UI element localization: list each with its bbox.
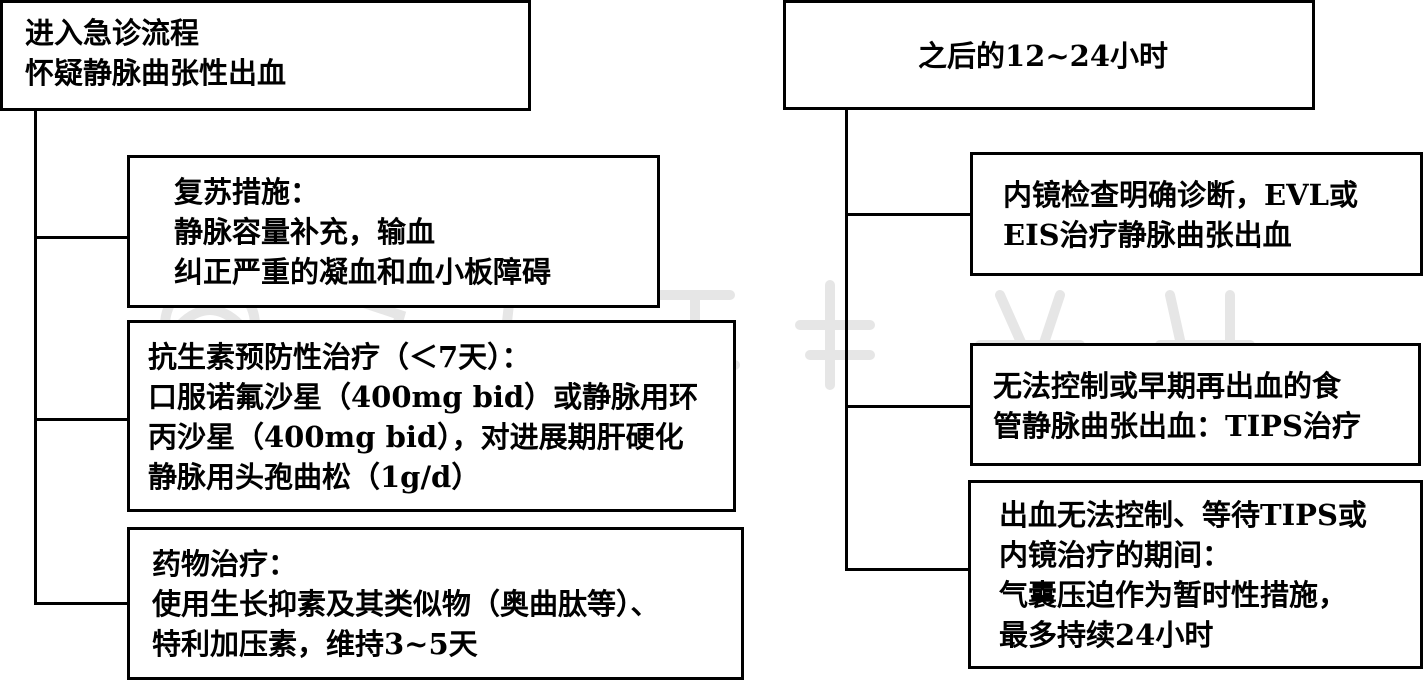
box-line: 怀疑静脉曲张性出血: [25, 56, 287, 90]
right-branch-line: [845, 213, 972, 216]
emergency-process-box: 进入急诊流程 怀疑静脉曲张性出血: [0, 0, 531, 111]
antibiotic-prophylaxis-box: 抗生素预防性治疗（＜7天）： 口服诺氟沙星（400mg bid）或静脉用环 丙沙…: [127, 320, 736, 512]
drug-therapy-box: 药物治疗： 使用生长抑素及其类似物（奥曲肽等）、 特利加压素，维持3~5天: [127, 527, 744, 680]
box-line: 出血无法控制、等待TIPS或: [999, 498, 1367, 532]
box-line: 管静脉曲张出血：TIPS治疗: [993, 409, 1361, 443]
box-line: 无法控制或早期再出血的食: [993, 369, 1342, 403]
box-line: 静脉容量补充，输血: [174, 215, 436, 249]
left-trunk-line: [34, 108, 37, 605]
left-branch-line: [34, 418, 129, 421]
box-line: 静脉用头孢曲松（1g/d）: [148, 460, 481, 494]
box-line: 使用生长抑素及其类似物（奥曲肽等）、: [152, 587, 660, 621]
resuscitation-box: 复苏措施： 静脉容量补充，输血 纠正严重的凝血和血小板障碍: [127, 155, 660, 308]
next-12-24-hours-box: 之后的12~24小时: [783, 0, 1315, 110]
box-line: 抗生素预防性治疗（＜7天）：: [148, 340, 531, 374]
right-trunk-line: [845, 108, 848, 570]
box-line: 之后的12~24小时: [918, 39, 1169, 73]
box-line: 气囊压迫作为暂时性措施，: [999, 578, 1348, 612]
box-line: EIS治疗静脉曲张出血: [1003, 218, 1292, 252]
box-line: 内镜检查明确诊断，EVL或: [1003, 178, 1358, 212]
left-branch-line: [34, 602, 129, 605]
box-line: 最多持续24小时: [999, 618, 1214, 652]
tips-therapy-box: 无法控制或早期再出血的食 管静脉曲张出血：TIPS治疗: [970, 343, 1421, 466]
box-line: 进入急诊流程: [25, 16, 200, 50]
box-line: 药物治疗：: [152, 547, 298, 581]
box-line: 特利加压素，维持3~5天: [152, 627, 478, 661]
box-line: 复苏措施：: [174, 175, 320, 209]
balloon-tamponade-box: 出血无法控制、等待TIPS或 内镜治疗的期间： 气囊压迫作为暂时性措施， 最多持…: [968, 480, 1423, 669]
right-branch-line: [845, 405, 972, 408]
left-branch-line: [34, 236, 129, 239]
box-line: 纠正严重的凝血和血小板障碍: [174, 255, 552, 289]
right-branch-line: [845, 568, 972, 571]
endoscopy-box: 内镜检查明确诊断，EVL或 EIS治疗静脉曲张出血: [970, 152, 1423, 276]
box-line: 口服诺氟沙星（400mg bid）或静脉用环: [148, 380, 699, 414]
box-line: 丙沙星（400mg bid），对进展期肝硬化: [148, 420, 684, 454]
box-line: 内镜治疗的期间：: [999, 538, 1232, 572]
